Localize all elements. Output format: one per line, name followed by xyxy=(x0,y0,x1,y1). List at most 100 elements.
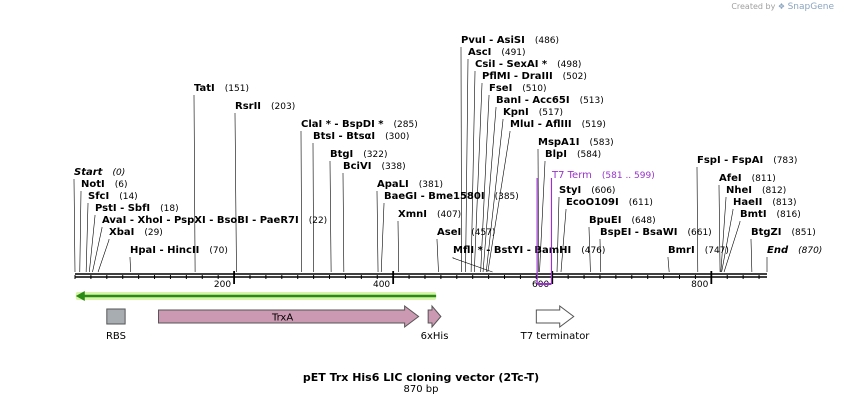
site-leader-line xyxy=(588,227,591,273)
site-leader-line xyxy=(79,191,82,273)
map-length: 870 bp xyxy=(403,384,439,395)
site-name: PstI - SbfI xyxy=(95,203,150,214)
site-leader-line xyxy=(452,257,493,273)
site-leader-line xyxy=(720,197,727,273)
site-position: (300) xyxy=(385,132,409,142)
site-label: End(870) xyxy=(767,245,822,256)
credit-brand: SnapGene xyxy=(787,2,834,12)
site-leader-line xyxy=(465,59,469,273)
site-name: AseI xyxy=(437,227,461,238)
site-label: BanI - Acc65I (513) xyxy=(496,95,604,106)
feature-label: 6xHis xyxy=(421,331,449,342)
site-position: (584) xyxy=(577,150,601,160)
site-label: FspI - FspAI(783) xyxy=(697,155,797,166)
site-label: MluI - AflIII(519) xyxy=(510,119,606,130)
site-label: KpnI (517) xyxy=(503,107,563,118)
site-name: PflMI - DraIII xyxy=(482,71,553,82)
site-name: BanI - Acc65I xyxy=(496,95,570,106)
site-leader-line xyxy=(342,173,345,273)
site-label: StyI(606) xyxy=(559,185,615,196)
site-position: (648) xyxy=(631,216,655,226)
site-leader-line xyxy=(560,209,567,273)
site-position: (583) xyxy=(589,138,613,148)
site-leader-line xyxy=(537,149,540,273)
site-label: PvuI - AsiSI(486) xyxy=(461,35,559,46)
site-name: KpnI xyxy=(503,107,529,118)
feature-label: RBS xyxy=(106,331,126,342)
site-label: AseI (457) xyxy=(437,227,495,238)
site-leader-line xyxy=(721,209,734,273)
site-name: SfcI xyxy=(88,191,109,202)
site-position: (476) xyxy=(581,246,605,256)
site-leader-line xyxy=(667,257,670,273)
site-position: (816) xyxy=(777,210,801,220)
site-label: FseI (510) xyxy=(489,83,547,94)
site-name: MspA1I xyxy=(538,137,579,148)
site-name: TatI xyxy=(194,83,215,94)
site-leader-line xyxy=(397,221,400,273)
site-leader-line xyxy=(556,197,560,273)
site-leader-line xyxy=(473,83,483,273)
site-name: End xyxy=(767,245,789,256)
site-position: (517) xyxy=(539,108,563,118)
site-name: FseI xyxy=(489,83,512,94)
site-leader-line xyxy=(696,167,699,273)
feature-arrow-t7-terminator xyxy=(535,305,575,328)
site-position: (70) xyxy=(209,246,227,256)
site-name: HaeII xyxy=(733,197,762,208)
site-position: (322) xyxy=(363,150,387,160)
feature-rbs xyxy=(106,308,126,325)
site-position: (510) xyxy=(522,84,546,94)
site-label: PflMI - DraIII (502) xyxy=(482,71,587,82)
site-leader-line xyxy=(482,107,497,273)
site-leader-line xyxy=(129,257,131,273)
site-position: (22) xyxy=(309,216,327,226)
site-position: (457) xyxy=(471,228,495,238)
t7-term-label: T7 Term(581 .. 599) xyxy=(551,170,655,181)
ruler-tick-label: 800 xyxy=(691,280,708,290)
site-position: (813) xyxy=(772,198,796,208)
site-position: (486) xyxy=(535,36,559,46)
site-name: BspEI - BsaWI xyxy=(600,227,677,238)
site-leader-line xyxy=(436,239,439,273)
map-title: pET Trx His6 LIC cloning vector (2Tc-T) xyxy=(302,371,540,384)
site-position: (381) xyxy=(419,180,443,190)
site-label: RsrII(203) xyxy=(235,101,295,112)
site-label: TatI(151) xyxy=(194,83,249,94)
site-leader-line xyxy=(487,131,511,273)
t7-term-name: T7 Term xyxy=(551,170,592,181)
site-name: AfeI xyxy=(719,173,742,184)
site-leader-line xyxy=(718,185,721,273)
site-position: (498) xyxy=(557,60,581,70)
site-name: FspI - FspAI xyxy=(697,155,763,166)
ruler-tick-label: 400 xyxy=(373,280,390,290)
site-position: (0) xyxy=(112,168,125,178)
site-position: (513) xyxy=(580,96,604,106)
site-leader-line xyxy=(380,203,385,273)
site-position: (385) xyxy=(495,192,519,202)
site-label: BpuEI(648) xyxy=(589,215,656,226)
site-label: ClaI * - BspDI *(285) xyxy=(301,119,418,130)
site-label: EcoO109I(611) xyxy=(566,197,653,208)
site-label: Start(0) xyxy=(74,167,125,178)
feature-label: T7 terminator xyxy=(520,331,591,342)
snapgene-logo-icon: ❖ xyxy=(777,2,786,11)
site-position: (407) xyxy=(437,210,461,220)
site-leader-line xyxy=(89,215,96,273)
site-name: HpaI - HincII xyxy=(130,245,199,256)
site-label: BmtI(816) xyxy=(740,209,801,220)
site-name: BaeGI - Bme1580I xyxy=(384,191,485,202)
site-label: BtgZI(851) xyxy=(751,227,816,238)
site-leader-line xyxy=(234,113,237,273)
site-position: (851) xyxy=(792,228,816,238)
site-position: (491) xyxy=(501,48,525,58)
site-label: BaeGI - Bme1580I (385) xyxy=(384,191,519,202)
site-position: (502) xyxy=(563,72,587,82)
site-name: BtsI - BtsαI xyxy=(313,131,375,142)
site-name: MluI - AflIII xyxy=(510,119,572,130)
site-position: (29) xyxy=(144,228,162,238)
site-name: EcoO109I xyxy=(566,197,619,208)
site-leader-line xyxy=(376,191,379,273)
site-name: RsrII xyxy=(235,101,261,112)
